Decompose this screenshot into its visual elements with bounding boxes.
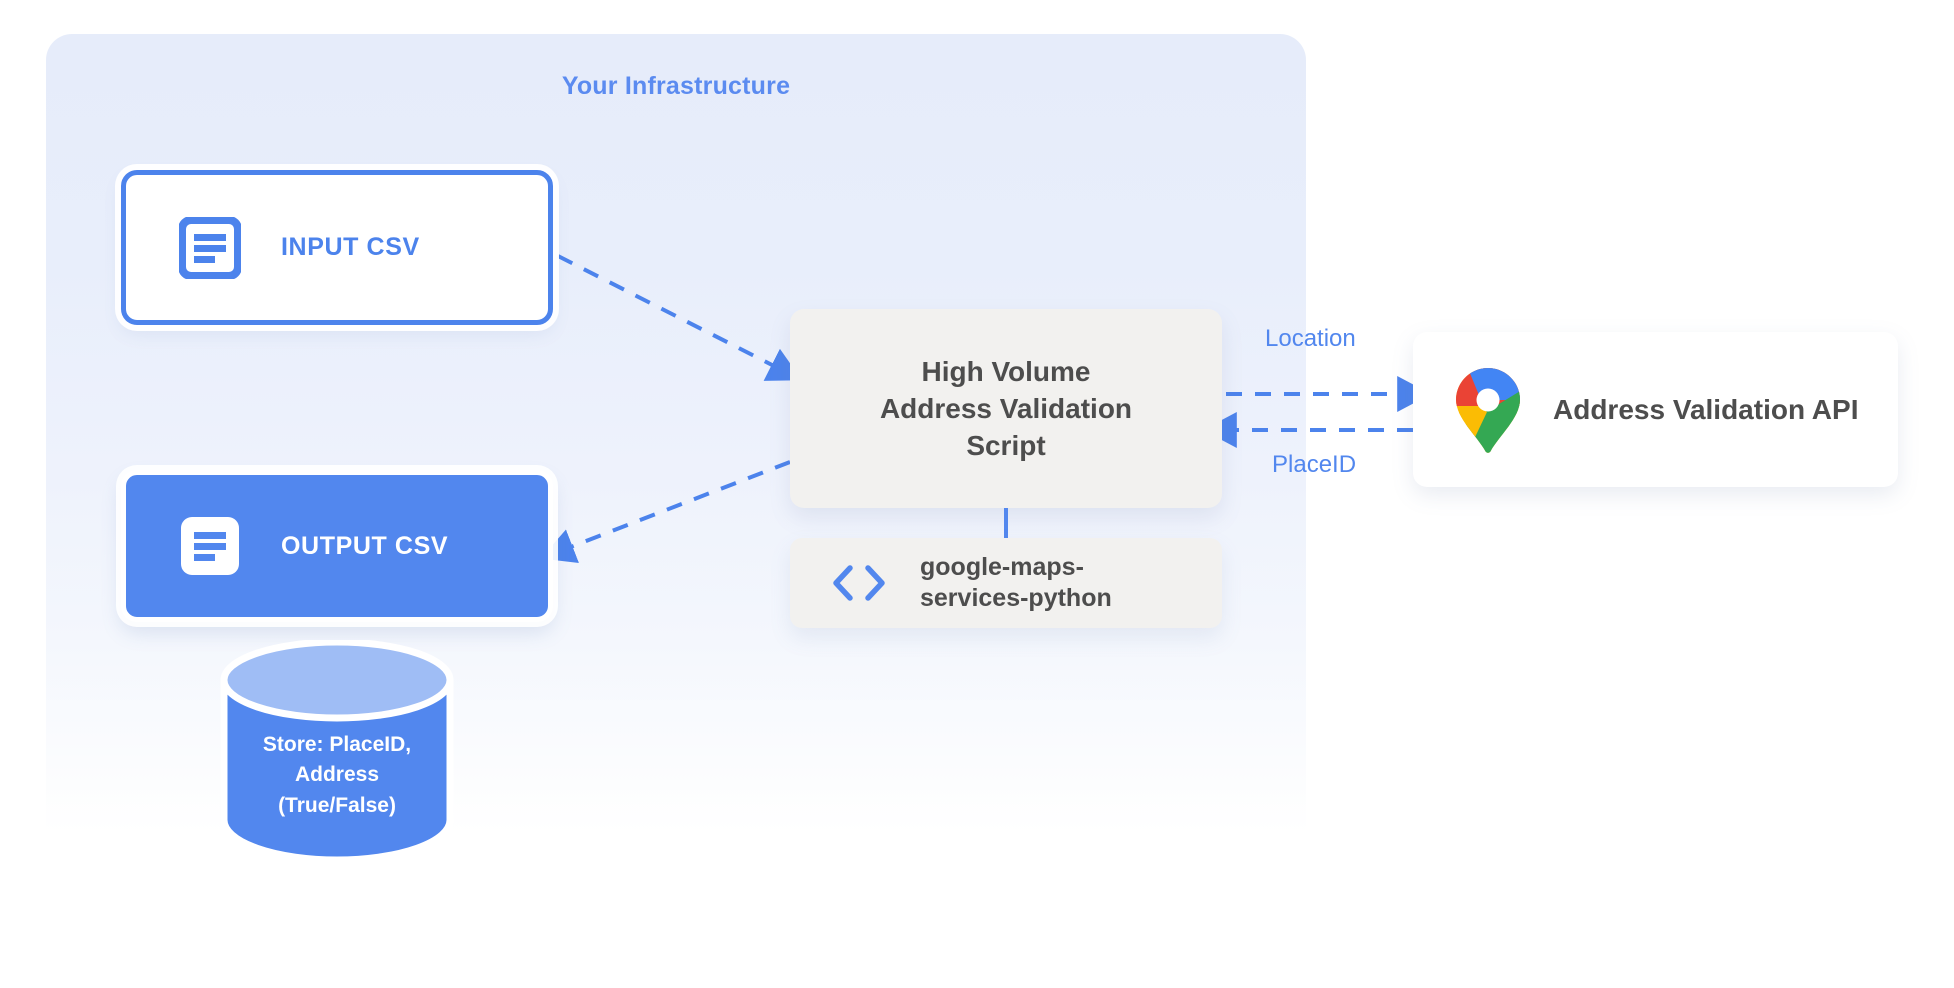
node-google-maps-library[interactable]: google-maps- services-python [790,538,1222,628]
your-infrastructure-title: Your Infrastructure [561,72,791,100]
node-validation-script[interactable]: High Volume Address Validation Script [790,309,1222,508]
library-line-2: services-python [920,584,1112,612]
node-api-label: Address Validation API [1553,393,1859,425]
node-input-csv-label: INPUT CSV [281,233,420,261]
node-address-validation-api[interactable]: Address Validation API [1413,332,1898,487]
node-input-csv[interactable]: INPUT CSV [121,170,553,325]
script-line-3: Script [966,430,1046,462]
node-output-csv-label: OUTPUT CSV [281,531,449,560]
document-icon [181,517,239,575]
node-output-csv[interactable]: OUTPUT CSV [121,470,553,622]
edge-label-location: Location [1265,325,1356,352]
script-line-1: High Volume [921,355,1091,387]
script-library-connector [1004,508,1008,538]
google-maps-pin-icon [1456,367,1520,453]
library-label: google-maps- services-python [920,552,1112,615]
code-brackets-icon [833,565,885,601]
library-line-1: google-maps- [920,552,1084,581]
document-icon [179,216,241,279]
node-database-cylinder[interactable] [218,640,456,860]
script-line-2: Address Validation [879,392,1133,424]
edge-label-placeid: PlaceID [1272,451,1357,478]
